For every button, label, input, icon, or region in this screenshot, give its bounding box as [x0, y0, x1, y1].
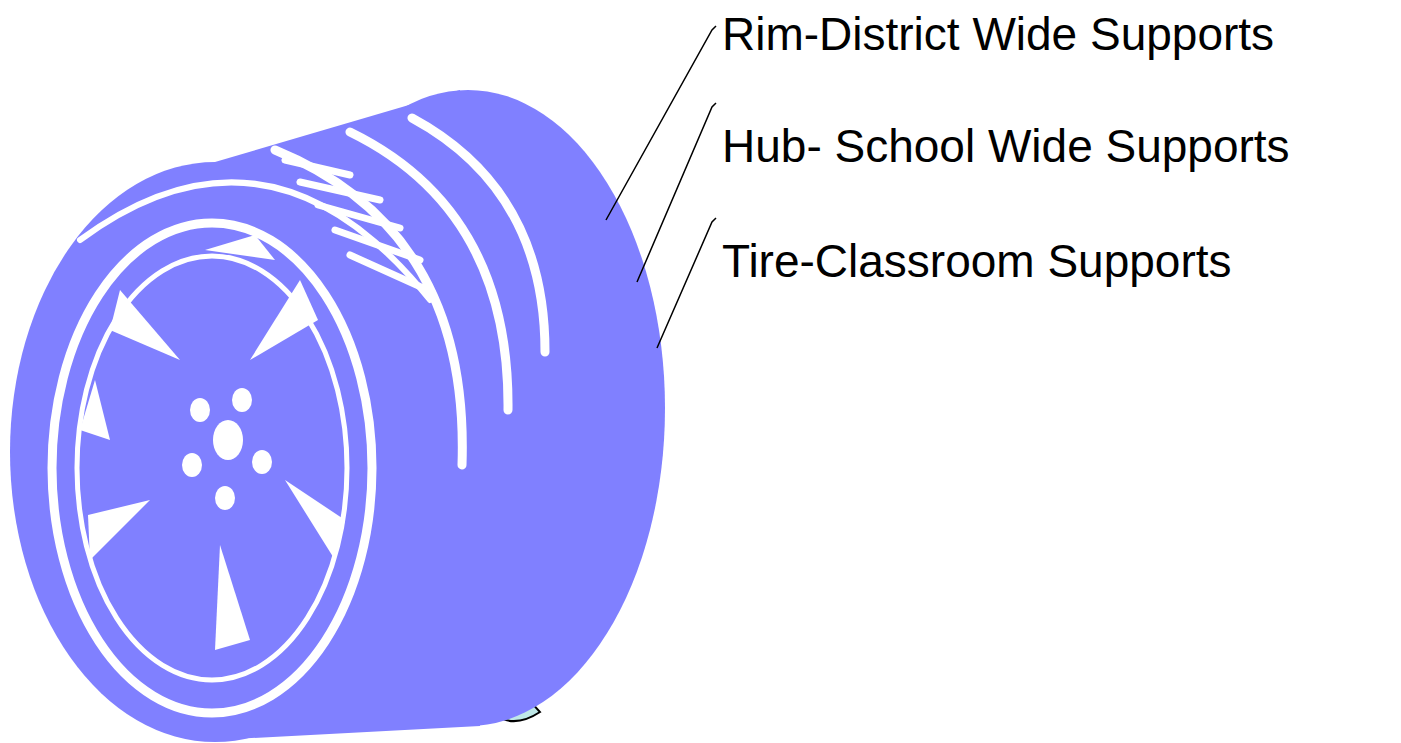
tire-face: [10, 162, 420, 742]
callout-label: Hub- School Wide Supports: [722, 123, 1290, 169]
leader-lines: [606, 26, 716, 348]
callout-label: Tire-Classroom Supports: [722, 238, 1232, 284]
leader-line: [637, 103, 716, 282]
callout-label: Rim-District Wide Supports: [722, 11, 1274, 57]
tire-body: [10, 90, 665, 742]
wheel-rim: [52, 223, 372, 713]
leader-line: [606, 26, 716, 220]
leader-line: [657, 218, 716, 348]
tread-grooves: [80, 118, 545, 465]
